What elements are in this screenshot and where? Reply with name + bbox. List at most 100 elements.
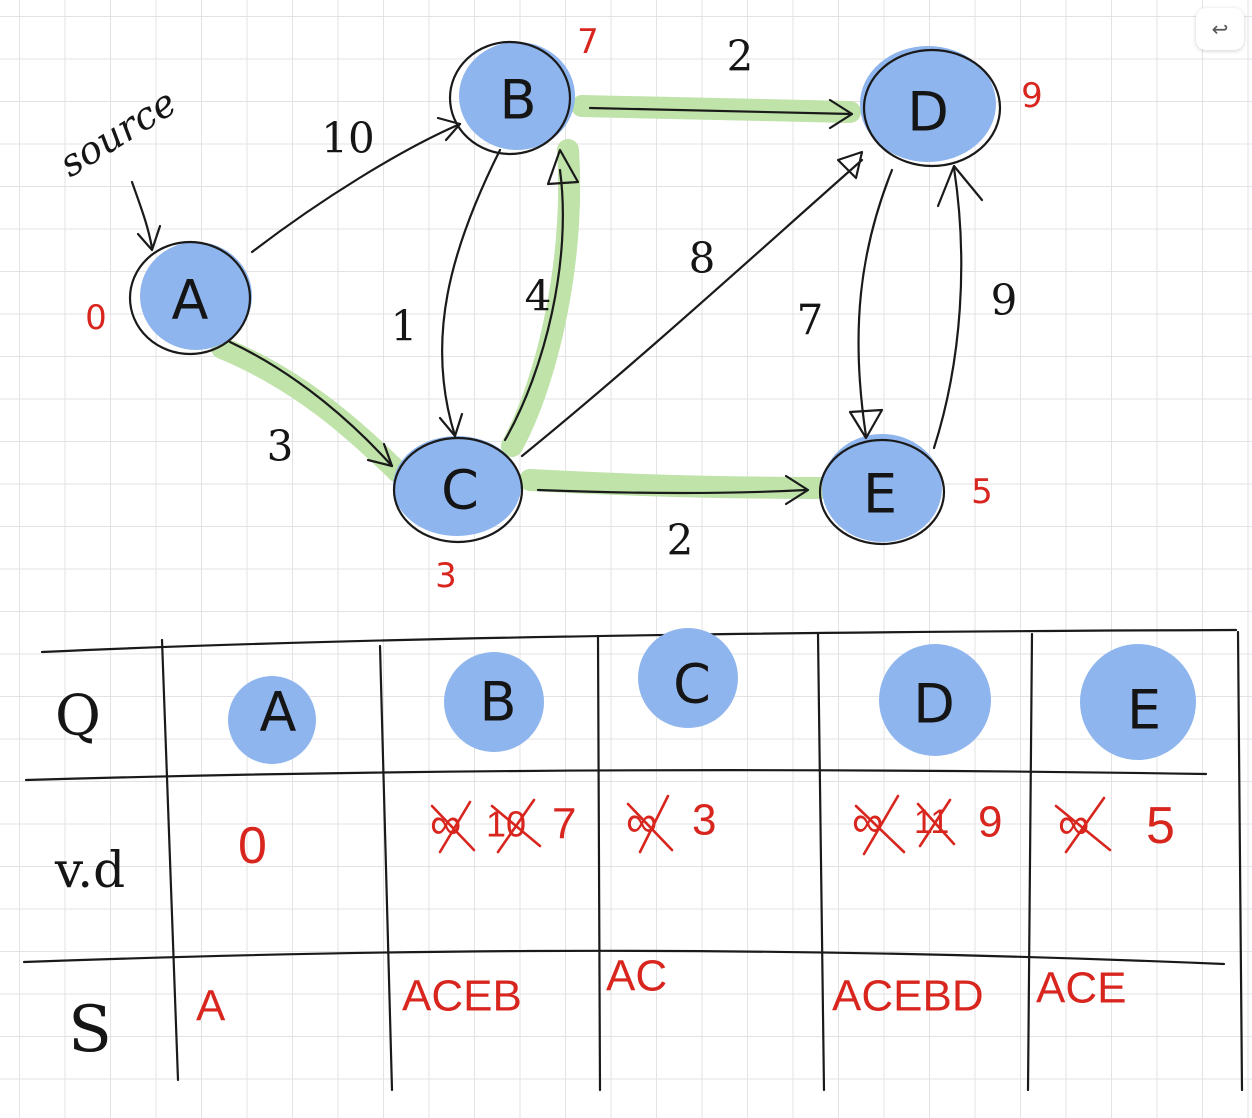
q-cell-A: A (228, 676, 316, 764)
strike-E-1 (1054, 796, 1112, 854)
source-arrowhead (136, 224, 162, 252)
edge-C-D-arrowhead (836, 150, 864, 180)
table-col-rule-2 (596, 634, 602, 1092)
edge-C-D (520, 158, 864, 458)
weight-B-D: 2 (727, 32, 754, 81)
q-vertex-E: E (1127, 679, 1161, 742)
highlight-edge-B-D (571, 95, 861, 123)
edge-C-B (503, 168, 564, 442)
node-C[interactable]: C (392, 436, 524, 544)
vd-cell-E: ∞ 5 (1054, 796, 1175, 855)
highlight-edge-C-E (519, 469, 831, 499)
distance-B: 7 (577, 22, 599, 62)
s-cell-A: A (196, 982, 226, 1031)
table-rule-top (40, 628, 1238, 654)
edge-E-D (932, 166, 963, 450)
vd-final-E: 5 (1146, 797, 1175, 855)
edge-B-D (588, 106, 854, 116)
edge-D-E-arrowhead (848, 408, 884, 440)
vd-cell-D: ∞ 11 9 (852, 794, 1002, 856)
vd-final-A: 0 (238, 817, 267, 875)
distance-A: 0 (85, 298, 107, 338)
q-vertex-A: A (260, 681, 297, 744)
weight-E-D: 9 (991, 276, 1018, 325)
undo-icon: ↩ (1211, 17, 1229, 41)
row-label-S: S (68, 993, 112, 1067)
weight-C-E: 2 (667, 516, 694, 565)
row-label-vd: v.d (54, 841, 125, 899)
highlight-edge-A-C (211, 337, 409, 483)
table-col-rule-3 (816, 632, 826, 1092)
edge-A-C (228, 340, 394, 468)
source-arrow (130, 180, 154, 250)
q-cell-E: E (1080, 644, 1196, 760)
weight-C-B: 4 (525, 272, 552, 321)
node-C-label: C (441, 459, 479, 522)
distance-D: 9 (1021, 76, 1043, 116)
dijkstra-table: Q v.d S A B C D E 0 ∞ 10 (22, 628, 1244, 1092)
q-cell-B: B (444, 652, 544, 752)
table-rule-1 (24, 769, 1208, 782)
edge-C-E-arrowhead (784, 474, 810, 506)
table-col-rule-0 (160, 638, 180, 1082)
weight-A-B: 10 (321, 114, 374, 163)
strike-D-2 (916, 798, 956, 848)
node-D[interactable]: D (860, 46, 1002, 168)
s-cell-C: AC (606, 952, 667, 1001)
distance-C: 3 (435, 556, 457, 596)
q-vertex-C: C (673, 653, 711, 716)
s-cell-B: ACEB (402, 972, 522, 1021)
graph-nodes: A B C D E (128, 40, 1002, 546)
q-vertex-B: B (479, 671, 516, 734)
node-distances: 0 7 3 9 5 (85, 22, 1043, 596)
table-rule-2 (22, 949, 1226, 966)
table-col-rule-5 (1236, 630, 1244, 1092)
vd-final-B: 7 (552, 800, 576, 849)
strike-B-2 (490, 798, 542, 854)
edge-A-B-arrowhead (436, 116, 462, 142)
edge-A-C-arrowhead (366, 442, 394, 468)
vd-final-C: 3 (692, 796, 716, 845)
vd-struck-B-2: 10 (486, 804, 526, 845)
distance-E: 5 (971, 472, 993, 512)
q-cell-D: D (879, 644, 991, 756)
node-B[interactable]: B (448, 40, 575, 156)
edge-E-D-arrowhead (936, 164, 984, 208)
vd-struck-D-1: ∞ (852, 798, 883, 847)
edge-B-C-arrowhead (438, 412, 464, 438)
edge-D-E (857, 168, 894, 438)
source-label: source (51, 80, 184, 186)
weight-C-D: 8 (689, 234, 716, 283)
strike-D-1 (854, 794, 906, 856)
table-col-rule-1 (378, 644, 394, 1092)
vd-cell-A: 0 (238, 817, 267, 875)
row-label-Q: Q (55, 684, 101, 749)
node-E[interactable]: E (818, 434, 946, 546)
edge-C-B-arrowhead (546, 148, 580, 186)
edge-B-C (440, 148, 502, 438)
s-cell-E: ACE (1036, 964, 1126, 1013)
vd-cell-B: ∞ 10 7 (430, 798, 576, 854)
node-A-label: A (172, 269, 209, 332)
edge-B-D-arrowhead (828, 98, 854, 130)
vd-cell-C: ∞ 3 (626, 794, 716, 854)
strike-C-1 (626, 794, 674, 854)
weight-A-C: 3 (267, 422, 294, 471)
edge-C-E (536, 488, 808, 495)
table-col-rule-4 (1026, 632, 1034, 1092)
weight-B-C: 1 (391, 302, 418, 351)
strike-B-1 (430, 800, 476, 854)
vd-struck-C-1: ∞ (626, 798, 657, 847)
graph-edges (228, 98, 984, 506)
s-cell-D: ACEBD (832, 972, 984, 1021)
edge-A-B (250, 122, 462, 254)
node-A[interactable]: A (128, 240, 252, 356)
undo-button[interactable]: ↩ (1196, 8, 1244, 50)
q-cell-C: C (638, 628, 738, 728)
node-E-label: E (863, 463, 897, 526)
edge-weights: 10 3 1 4 2 8 2 7 9 (267, 32, 1018, 565)
weight-D-E: 7 (797, 296, 824, 345)
vd-final-D: 9 (978, 798, 1002, 847)
